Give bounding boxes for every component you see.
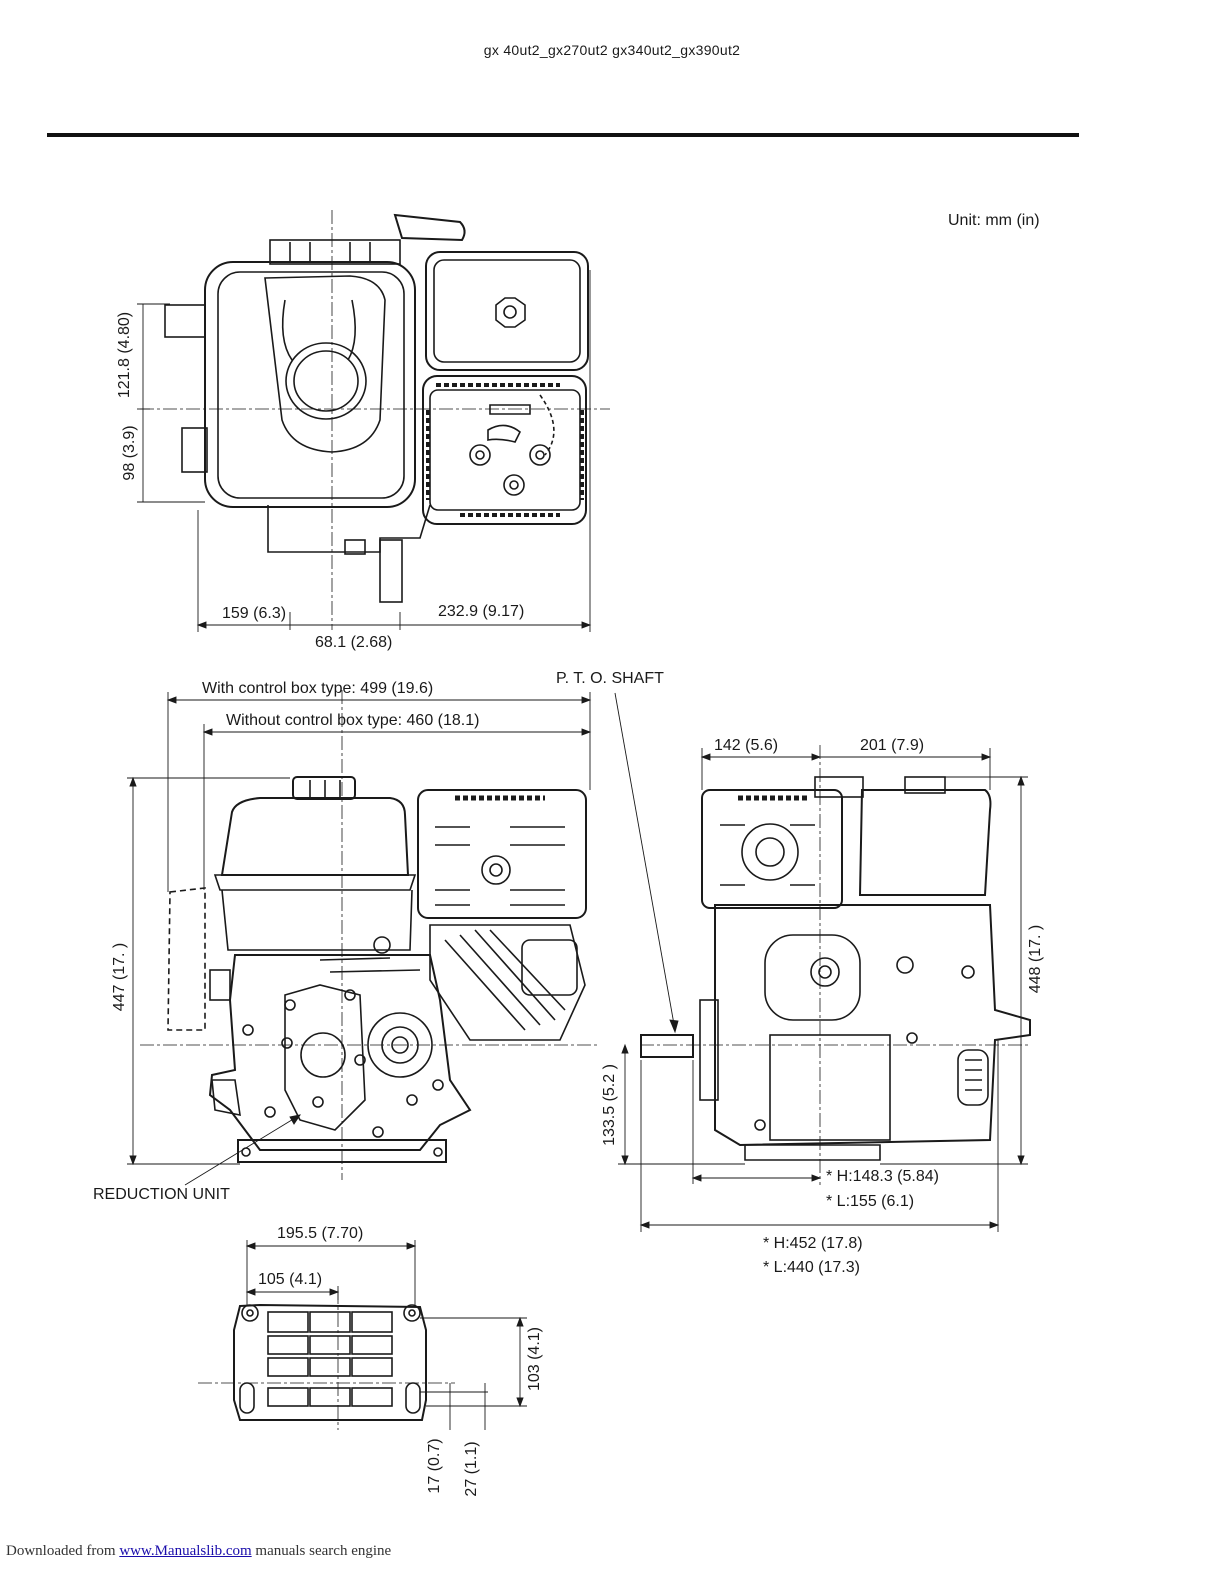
side-view-dimension-lines [618,748,1028,1232]
dim-232-9: 232.9 (9.17) [438,603,525,620]
dim-h-148-3: * H:148.3 (5.84) [826,1168,939,1185]
dim-h-452: * H:452 (17.8) [763,1235,863,1252]
dim-98: 98 (3.9) [121,425,138,481]
dim-105: 105 (4.1) [258,1271,323,1288]
footer-prefix: Downloaded from [6,1543,116,1559]
without-control-box-dim: Without control box type: 460 (18.1) [226,712,480,729]
reduction-unit-label: REDUCTION UNIT [93,1186,230,1203]
footer-suffix: manuals search engine [255,1543,392,1559]
dim-448: 448 (17. ) [1027,924,1044,994]
page-header-title: gx 40ut2_gx270ut2 gx340ut2_gx390ut2 [483,42,741,58]
side-view-engine [640,745,1031,1185]
dim-201: 201 (7.9) [860,737,925,754]
with-control-box-dim: With control box type: 499 (19.6) [202,680,434,697]
front-view-engine [140,690,600,1180]
dim-447: 447 (17. ) [111,942,128,1012]
base-view-engine [198,1290,455,1430]
dim-l-155: * L:155 (6.1) [826,1193,915,1210]
manualslib-link[interactable]: www.Manualslib.com [119,1543,252,1559]
top-view-dimension-lines [137,270,592,632]
dim-68-1: 68.1 (2.68) [315,634,393,651]
dim-121-8: 121.8 (4.80) [116,311,133,399]
top-view-engine [140,210,610,630]
footer: Downloaded from www.Manualslib.com manua… [6,1543,391,1560]
front-view-dimension-lines [127,692,679,1186]
dim-27: 27 (1.1) [463,1441,480,1497]
base-view-dimension-lines [245,1240,527,1430]
dim-142: 142 (5.6) [714,737,779,754]
header-rule [47,133,1079,137]
dim-l-440: * L:440 (17.3) [763,1259,860,1276]
pto-shaft-label: P. T. O. SHAFT [556,670,664,687]
dim-103: 103 (4.1) [526,1326,543,1392]
dim-133-5: 133.5 (5.2 ) [601,1064,618,1146]
dim-17: 17 (0.7) [426,1438,443,1494]
dim-195-5: 195.5 (7.70) [277,1225,364,1242]
dim-159: 159 (6.3) [222,605,287,622]
unit-note: Unit: mm (in) [948,212,1040,229]
